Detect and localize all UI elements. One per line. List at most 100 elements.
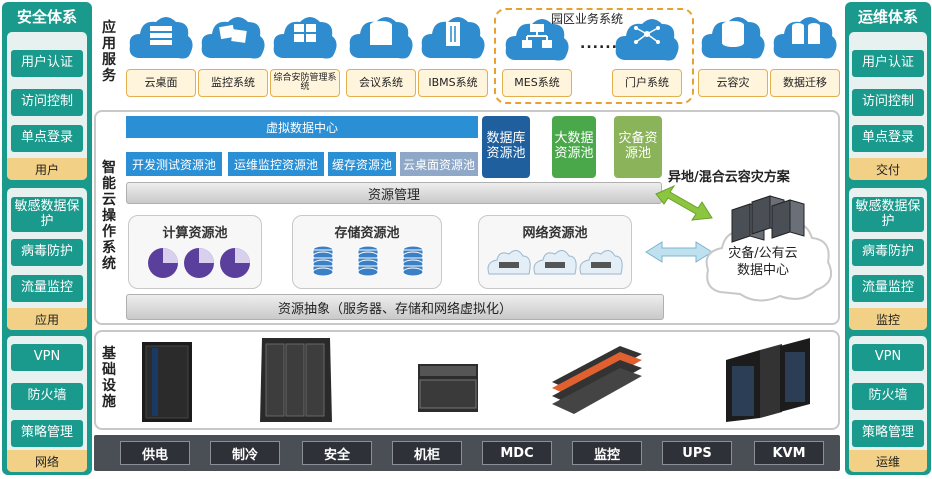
database-pool[interactable]: 数据库资源池 [482,116,530,178]
ops-system-column: 运维体系 用户认证 访问控制 单点登录 交付 敏感数据保护 病毒防护 流量监控 … [845,2,931,475]
mes-system-card[interactable]: MES系统 [502,14,572,102]
disk-stack-icon-3 [402,245,424,277]
ops-traffic-monitor[interactable]: 流量监控 [852,275,924,302]
dr-arrows [645,184,832,302]
security-sensitive-data[interactable]: 敏感数据保护 [11,197,83,232]
disk-stack-icon-1 [312,245,334,277]
cloud-desktop-card[interactable]: 云桌面 [126,12,196,100]
data-migration-label: 数据迁移 [770,69,840,97]
cloud-desktop-pool[interactable]: 云桌面资源池 [400,152,478,176]
security-user-auth[interactable]: 用户认证 [11,50,83,77]
cloud-dr-cloud-icon [701,17,765,59]
infra-ups[interactable]: UPS [662,441,732,465]
mes-system-cloud-icon [505,19,569,61]
park-ellipsis: ...... [580,36,618,52]
infra-security[interactable]: 安全 [302,441,372,465]
network-pool-title: 网络资源池 [522,226,588,241]
ops-firewall[interactable]: 防火墙 [852,383,924,410]
tall-rack-icon [142,342,192,422]
infra-kvm[interactable]: KVM [754,441,824,465]
monitoring-system-card[interactable]: 监控系统 [198,12,268,100]
blue-double-arrow-icon [645,241,713,263]
infrastructure-label: 基础设施 [102,346,116,410]
storage-disk-icons [312,245,424,277]
portal-system-cloud-icon [615,19,679,61]
network-cloud-icon-3 [579,250,623,275]
storage-pool-title: 存储资源池 [334,226,400,241]
ibms-system-cloud-icon [421,17,485,59]
server-rack-cluster-icon [731,195,805,243]
resource-abstraction-bar[interactable]: 资源抽象（服务器、存储和网络虚拟化） [126,294,664,320]
compute-pool-box: 计算资源池 [128,215,262,289]
blade-chassis-icon [418,364,478,412]
ops-policy-mgmt[interactable]: 策略管理 [852,420,924,447]
ops-antivirus[interactable]: 病毒防护 [852,239,924,266]
dr-pool[interactable]: 灾备资源池 [614,116,662,178]
security-system-column: 安全体系 用户认证 访问控制 单点登录 用户 敏感数据保护 病毒防护 流量监控 … [2,2,92,475]
security-sso[interactable]: 单点登录 [11,125,83,152]
network-security-group: VPN 防火墙 策略管理 网络 [7,336,87,472]
security-user-footer: 用户 [7,158,87,180]
ops-monitor-footer: 监控 [849,308,927,330]
security-firewall[interactable]: 防火墙 [11,383,83,410]
dev-test-pool[interactable]: 开发测试资源池 [126,152,222,176]
security-access-control[interactable]: 访问控制 [11,89,83,116]
storage-pool-box: 存储资源池 [292,215,442,289]
cpu-pie-icon-1 [148,248,178,278]
security-network-footer: 网络 [7,450,87,472]
cloud-dr-card[interactable]: 云容灾 [698,12,768,100]
data-migration-cloud-icon [773,17,837,59]
infra-power[interactable]: 供电 [120,441,190,465]
infra-cooling[interactable]: 制冷 [210,441,280,465]
ops-sso[interactable]: 单点登录 [852,125,924,152]
monitoring-system-cloud-icon [201,17,265,59]
security-traffic-monitor[interactable]: 流量监控 [11,275,83,302]
ops-delivery-group: 用户认证 访问控制 单点登录 交付 [849,32,927,180]
ops-user-auth[interactable]: 用户认证 [852,50,924,77]
ops-maintenance-group: VPN 防火墙 策略管理 运维 [849,336,927,472]
user-security-group: 用户认证 访问控制 单点登录 用户 [7,32,87,180]
infra-monitoring[interactable]: 监控 [572,441,642,465]
ops-access-control[interactable]: 访问控制 [852,89,924,116]
server-stack-icon [552,346,642,414]
triple-rack-icon [260,338,332,422]
security-mgmt-system-card[interactable]: 综合安防管理系统 [270,12,340,100]
cabinet-group-icon [726,338,810,422]
security-mgmt-system-label: 综合安防管理系统 [270,69,340,97]
security-antivirus[interactable]: 病毒防护 [11,239,83,266]
meeting-system-label: 会议系统 [346,69,416,97]
ibms-system-label: IBMS系统 [418,69,488,97]
infrastructure-bar: 供电 制冷 安全 机柜 MDC 监控 UPS KVM [94,435,840,471]
security-mgmt-system-cloud-icon [273,17,337,59]
cpu-pie-icon-2 [184,248,214,278]
security-system-title: 安全体系 [16,8,77,26]
ops-vpn[interactable]: VPN [852,344,924,371]
cloud-os-label: 智能云操作系统 [102,160,116,272]
app-security-group: 敏感数据保护 病毒防护 流量监控 应用 [7,188,87,330]
network-cloud-icon-1 [487,250,531,275]
cache-pool[interactable]: 缓存资源池 [328,152,396,176]
bigdata-pool[interactable]: 大数据资源池 [552,116,596,178]
ops-delivery-footer: 交付 [849,158,927,180]
ibms-system-card[interactable]: IBMS系统 [418,12,488,100]
infra-cabinet[interactable]: 机柜 [392,441,462,465]
resource-management-bar[interactable]: 资源管理 [126,182,662,204]
infra-mdc[interactable]: MDC [482,441,552,465]
ops-monitor-pool[interactable]: 运维监控资源池 [228,152,324,176]
park-business-label: 园区业务系统 [548,10,627,27]
security-vpn[interactable]: VPN [11,344,83,371]
data-migration-card[interactable]: 数据迁移 [770,12,840,100]
app-services-label: 应用服务 [102,20,116,84]
security-policy-mgmt[interactable]: 策略管理 [11,420,83,447]
cloud-desktop-cloud-icon [129,17,193,59]
meeting-system-card[interactable]: 会议系统 [346,12,416,100]
ops-system-title: 运维体系 [857,8,918,26]
meeting-system-cloud-icon [349,17,413,59]
compute-pie-icons [148,248,250,278]
green-double-arrow-icon [655,184,713,221]
portal-system-card[interactable]: 门户系统 [612,14,682,102]
ops-sensitive-data[interactable]: 敏感数据保护 [852,197,924,232]
infrastructure-hardware [142,338,810,422]
virtual-data-center-bar[interactable]: 虚拟数据中心 [126,116,478,138]
network-pool-box: 网络资源池 [478,215,632,289]
